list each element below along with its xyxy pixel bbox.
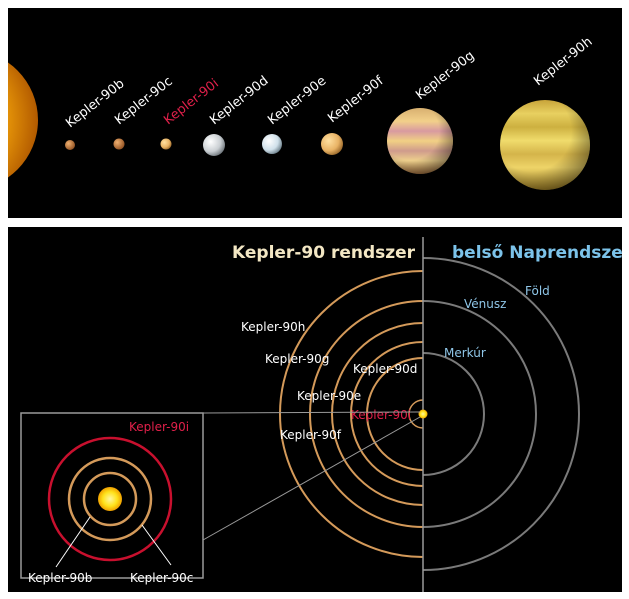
planet-lineup-illustration: Kepler-90b Kepler-90c Kepler-90i Kepler-… [8, 34, 595, 190]
orbit-venus [423, 300, 537, 528]
inset-connector-top [202, 411, 421, 414]
inset-pointer-b [55, 516, 91, 568]
inset-connector-bottom [202, 416, 421, 541]
inset-orbit-kepler-90c [67, 456, 153, 542]
orbit-kepler-90f [331, 322, 423, 506]
orbit-label-kepler-90f: Kepler-90f [280, 428, 342, 442]
planet-kepler-90i-icon [160, 138, 172, 150]
kepler-system-title: Kepler-90 rendszer [232, 243, 416, 263]
orbit-kepler-90g [309, 300, 423, 528]
planet-kepler-90c-icon [113, 138, 125, 150]
planet-kepler-90b-icon [65, 140, 75, 150]
orbit-label-mercury: Merkúr [444, 346, 486, 360]
inset-orbit-kepler-90i [47, 436, 173, 562]
solar-orbits [423, 257, 580, 571]
inset-orbit-kepler-90b [82, 471, 138, 527]
central-star-icon [418, 409, 428, 419]
orbit-label-kepler-90g: Kepler-90g [265, 352, 329, 366]
orbit-comparison-diagram: Kepler-90 rendszer belső Naprendszer Kep… [20, 237, 622, 592]
orbit-kepler-90h [279, 270, 423, 558]
planet-label-kepler-90d: Kepler-90d [207, 73, 271, 128]
planet-label-kepler-90h: Kepler-90h [531, 34, 595, 89]
orbit-label-kepler-90i: Kepler-90i [351, 408, 411, 422]
solar-system-title: belső Naprendszer [452, 243, 622, 263]
inner-orbits-inset: Kepler-90i Kepler-90b Kepler-90c [20, 412, 204, 585]
orbit-label-venus: Vénusz [464, 297, 506, 311]
planet-kepler-90e-icon [262, 134, 282, 154]
planet-kepler-90d-icon [203, 134, 225, 156]
planet-kepler-90h-icon [500, 100, 590, 190]
planet-label-kepler-90g: Kepler-90g [413, 48, 477, 103]
orbit-label-earth: Föld [525, 284, 550, 298]
orbit-label-kepler-90h: Kepler-90h [241, 320, 305, 334]
orbit-mercury [423, 352, 485, 476]
orbit-label-kepler-90e: Kepler-90e [297, 389, 361, 403]
inset-pointer-c [141, 524, 172, 566]
inset-star-icon [98, 487, 122, 511]
orbit-kepler-90d [366, 357, 423, 471]
orbit-kepler-90i [408, 399, 423, 429]
orbit-kepler-90e [350, 341, 423, 487]
kepler-orbits [279, 270, 423, 558]
inset-label-kepler-90b: Kepler-90b [28, 571, 92, 585]
inset-label-kepler-90c: Kepler-90c [130, 571, 193, 585]
host-star-icon [8, 62, 38, 178]
orbit-label-kepler-90d: Kepler-90d [353, 362, 417, 376]
orbit-comparison-panel: Kepler-90 rendszer belső Naprendszer Kep… [8, 227, 622, 592]
planet-label-kepler-90e: Kepler-90e [265, 74, 329, 129]
inset-label-kepler-90i: Kepler-90i [129, 420, 189, 434]
planet-label-kepler-90f: Kepler-90f [325, 73, 387, 126]
planet-lineup-panel: Kepler-90b Kepler-90c Kepler-90i Kepler-… [8, 8, 622, 218]
orbit-earth [423, 257, 580, 571]
planet-kepler-90f-icon [321, 133, 343, 155]
planet-kepler-90g-icon [387, 108, 453, 174]
